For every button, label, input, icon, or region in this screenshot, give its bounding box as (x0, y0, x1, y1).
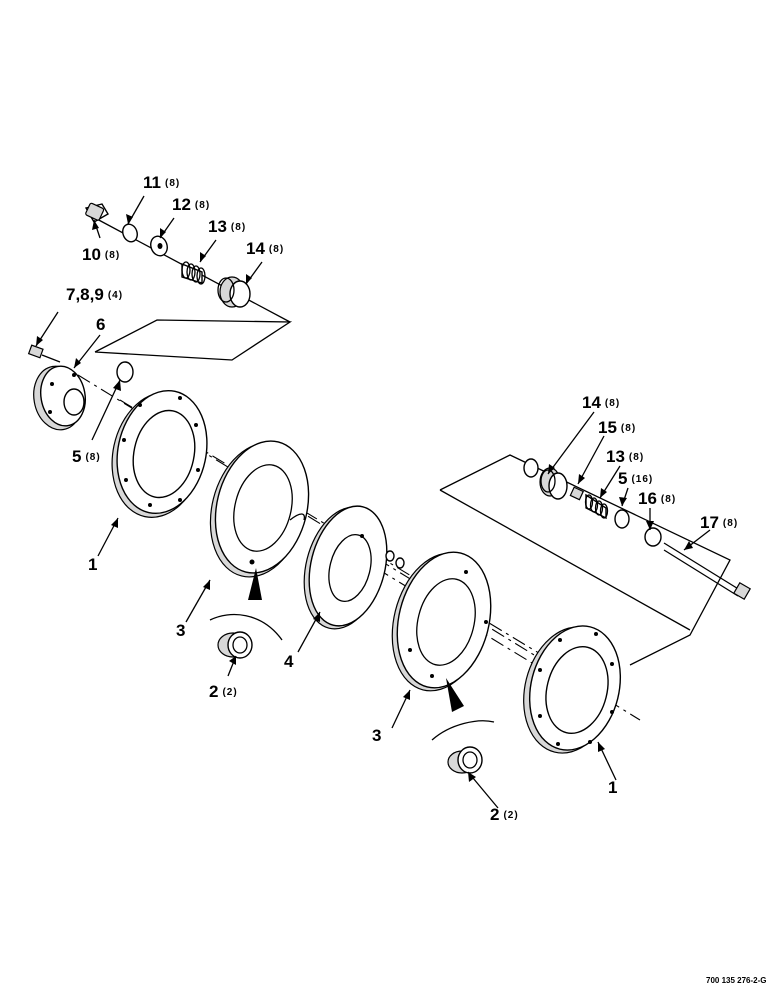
washer-5-lower (614, 509, 630, 529)
callout-11: 11(8) (143, 173, 180, 192)
lower-hardware-bracket (439, 454, 731, 666)
callout-10: 10(8) (82, 245, 120, 264)
bushing-14-upper (217, 276, 251, 308)
callout-14-lower: 14(8) (582, 393, 620, 412)
bushing-14-lower (539, 467, 568, 500)
callout-1-upper: 1 (88, 555, 97, 574)
small-nut (385, 550, 405, 569)
bushing-2-lower (447, 746, 483, 774)
spring-13-lower (584, 493, 609, 520)
drawing-reference-number: 700 135 276-2-G (706, 976, 767, 985)
washer-11 (122, 223, 138, 243)
callout-2-upper: 2(2) (209, 682, 238, 701)
leader-arrowheads (36, 214, 693, 782)
friction-plate-3-lower (391, 551, 492, 692)
callout-1-lower: 1 (608, 778, 617, 797)
callout-13-lower: 13(8) (606, 447, 644, 466)
callout-12: 12(8) (172, 195, 210, 214)
flange-ring-1-upper (111, 389, 208, 518)
callout-13-upper: 13(8) (208, 217, 246, 236)
bolt-17 (663, 542, 752, 601)
sleeve-15 (569, 486, 585, 501)
washer-12 (150, 235, 168, 257)
washer-5-upper (116, 361, 134, 383)
callout-5-upper: 5(8) (72, 447, 101, 466)
washer-16 (644, 527, 662, 547)
washer-lower-left (523, 458, 539, 478)
callout-4: 4 (284, 652, 294, 671)
bushing-pocket-lower (431, 678, 495, 741)
friction-plate-3-upper (209, 440, 310, 578)
callout-15: 15(8) (598, 418, 636, 437)
flange-ring-1-lower (523, 625, 622, 754)
callout-5-lower: 5(16) (618, 469, 653, 488)
bushing-pocket-upper (209, 568, 283, 641)
callout-3-upper: 3 (176, 621, 185, 640)
hub-6 (33, 365, 86, 431)
callout-6: 6 (96, 315, 105, 334)
spring-13-upper (181, 261, 206, 285)
bolt-7-8-9 (27, 344, 61, 363)
callout-14-upper: 14(8) (246, 239, 284, 258)
callout-16: 16(8) (638, 489, 676, 508)
callout-2-lower: 2(2) (490, 805, 519, 824)
callout-7-8-9: 7,8,9(4) (66, 285, 123, 304)
callout-3-lower: 3 (372, 726, 381, 745)
pressure-plate-4 (303, 505, 388, 630)
bushing-2-upper (217, 631, 253, 659)
callout-17: 17(8) (700, 513, 738, 532)
cap-screw-10 (84, 202, 109, 223)
